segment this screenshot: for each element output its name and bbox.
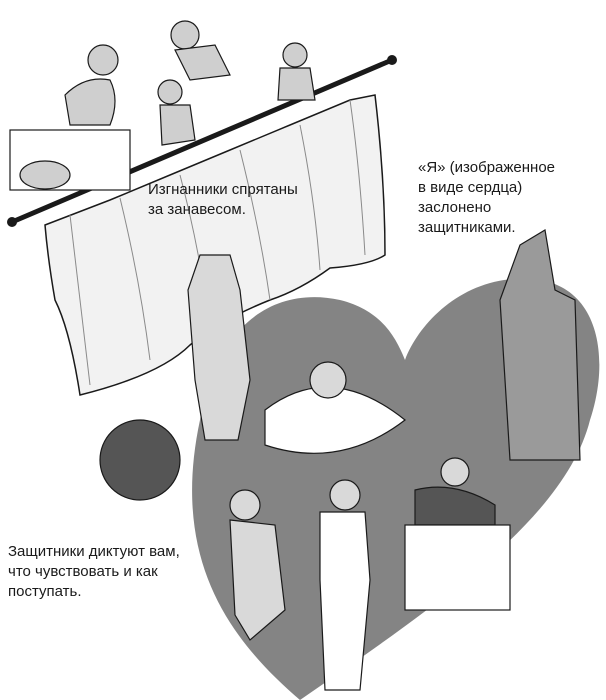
protector-figures — [99, 229, 581, 691]
wizard-figure — [499, 229, 581, 461]
baby-figure — [19, 160, 71, 190]
boy-figure-1 — [174, 44, 231, 81]
rod-end-right-icon — [387, 55, 397, 65]
curtain-rod — [9, 57, 395, 225]
boy-head-2 — [157, 79, 183, 105]
judge-head — [440, 457, 470, 487]
curtain-drape — [44, 94, 386, 396]
watch-boy-figure — [319, 511, 371, 691]
caption-exiles: Изгнанники спрятаны за занавесом. — [148, 181, 298, 218]
boy-figure-2 — [159, 104, 196, 146]
man-in-hole-head — [309, 361, 347, 399]
caption-protectors: Защитники диктуют вам, что чувствовать и… — [8, 543, 180, 600]
judge-figure — [414, 486, 496, 526]
rod-end-left-icon — [7, 217, 17, 227]
boy-head-1 — [170, 20, 200, 50]
fuzzy-ball-creature — [99, 419, 181, 501]
girl-head — [282, 42, 308, 68]
crouching-girl-head — [87, 44, 119, 76]
ponytail-girl-head — [229, 489, 261, 521]
heart-shape-self — [192, 278, 600, 700]
exile-figures — [9, 20, 316, 191]
caption-self: «Я» (изображенное в виде сердца) заслоне… — [418, 159, 556, 236]
watch-boy-head — [329, 479, 361, 511]
crouching-girl-figure — [64, 78, 116, 126]
man-in-hole-figure — [264, 386, 406, 454]
tin-man-figure — [187, 254, 251, 441]
ponytail-girl-figure — [229, 519, 286, 641]
girl-figure — [277, 67, 316, 101]
judge-bench — [404, 524, 511, 611]
